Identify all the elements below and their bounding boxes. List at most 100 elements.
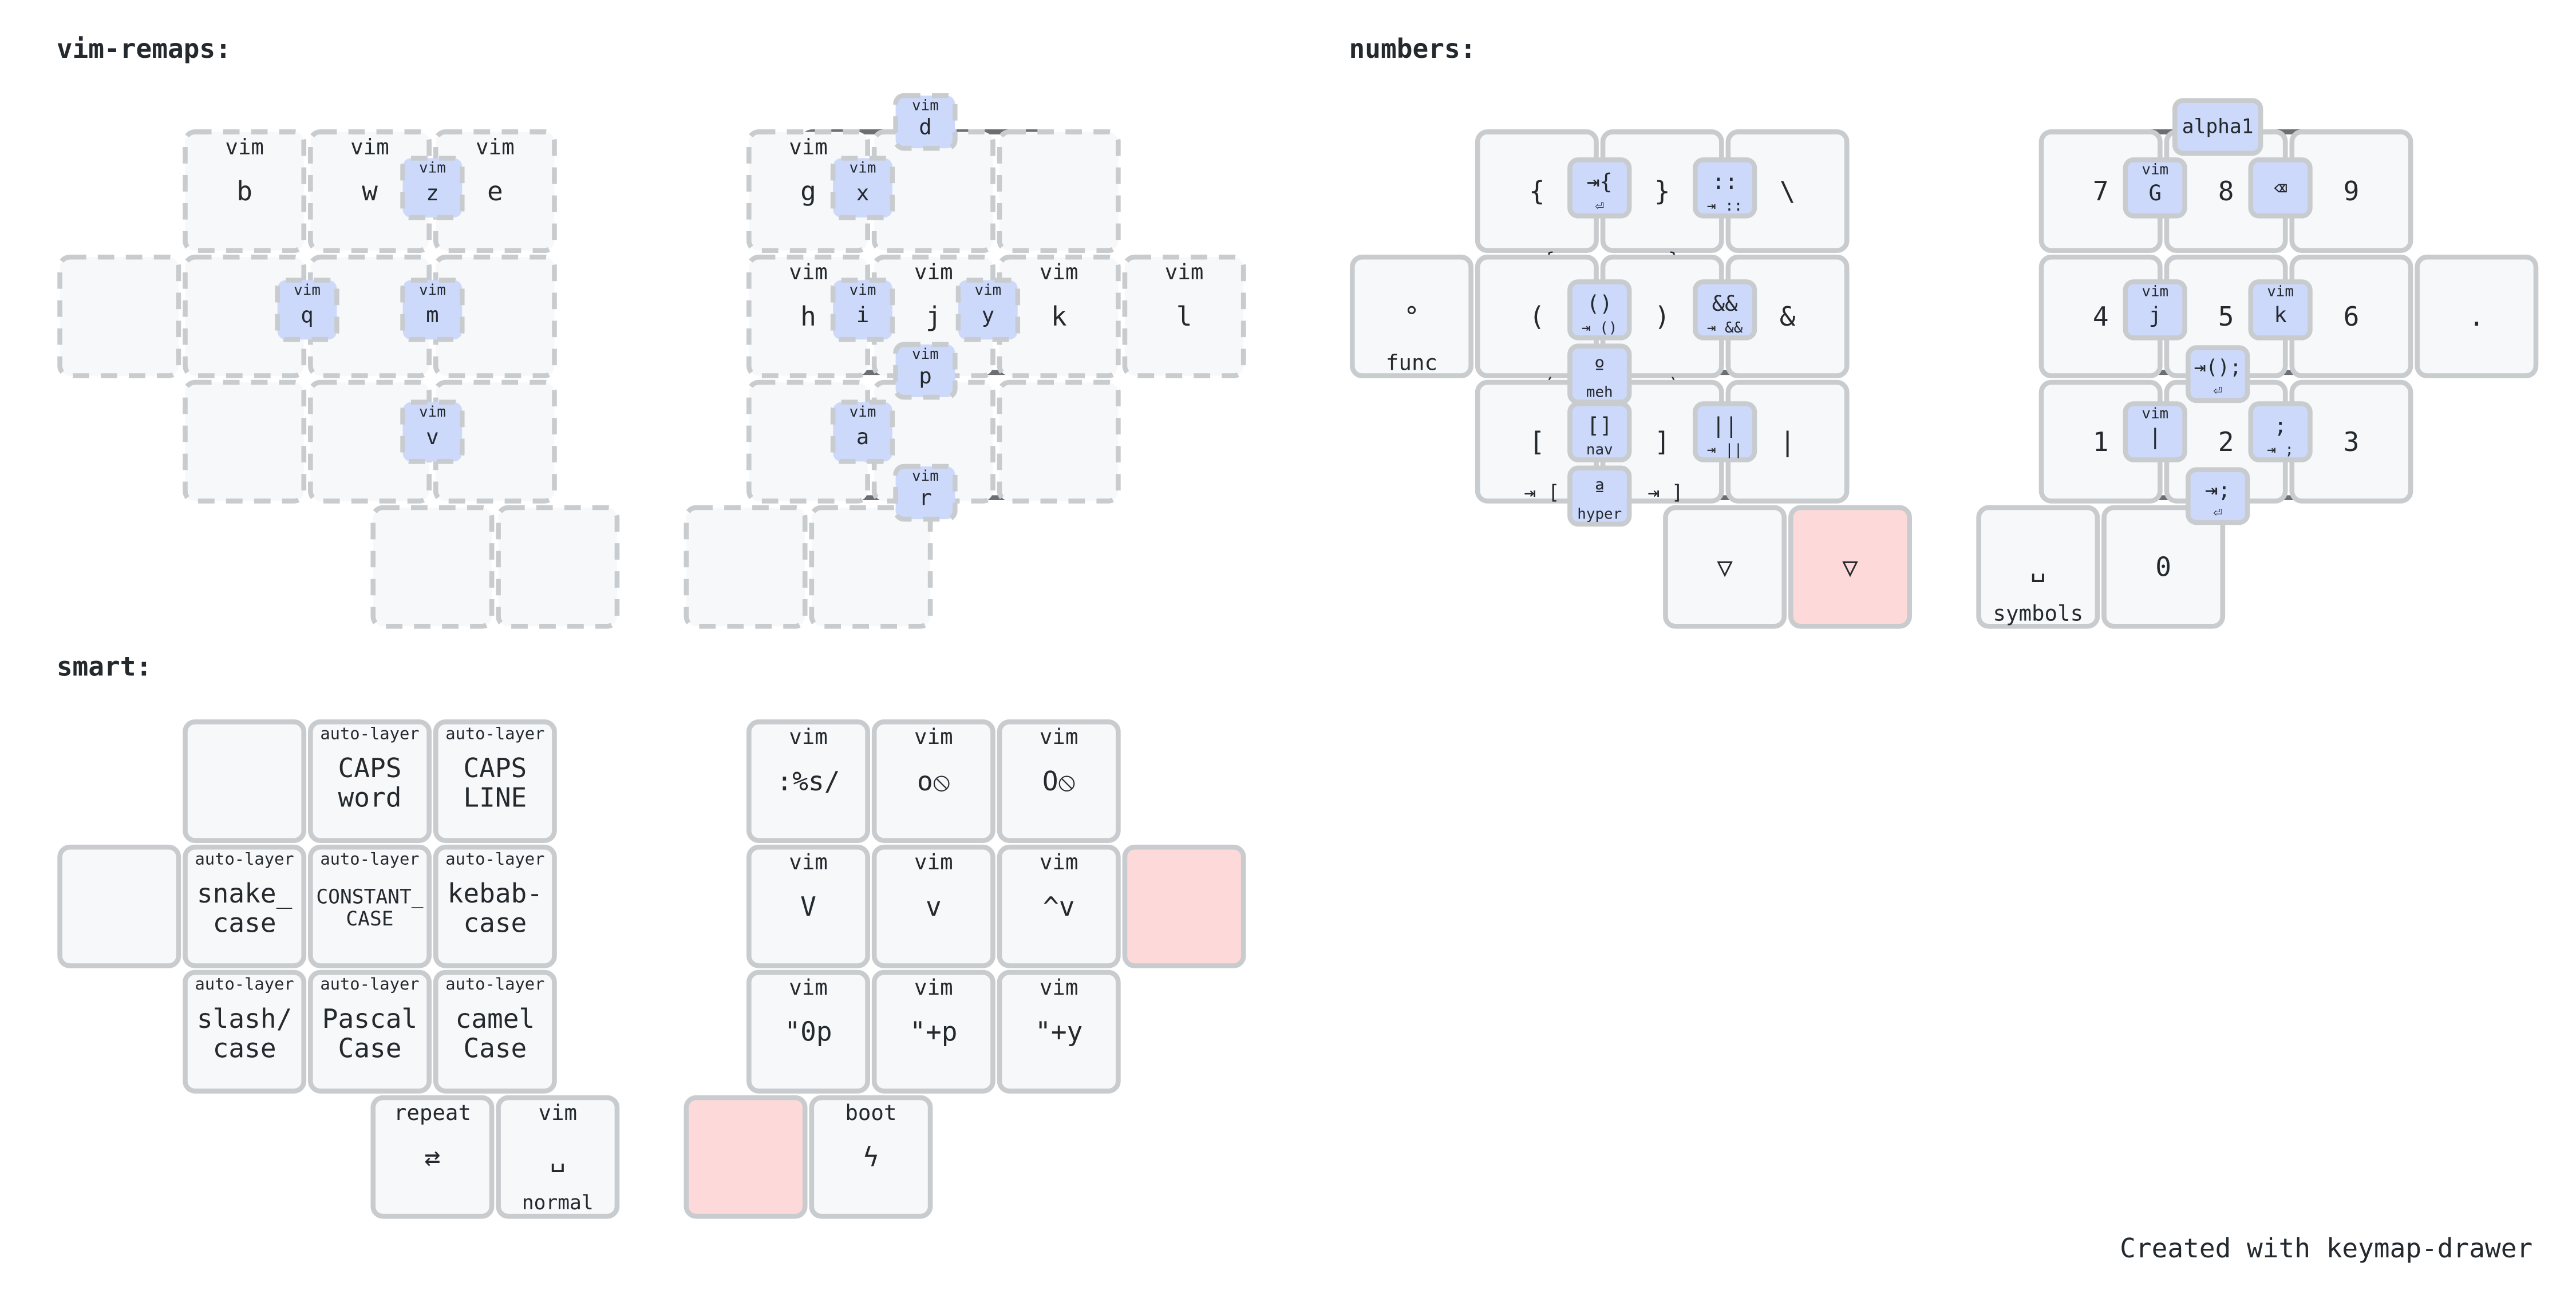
combo-key[interactable]: ⇥ &&&&: [1692, 279, 1757, 341]
key-tap-label: Case: [338, 1032, 402, 1063]
key-shifted-label: normal: [522, 1192, 594, 1214]
key[interactable]: [307, 379, 432, 504]
key[interactable]: ▽: [1788, 505, 1912, 629]
combo-key[interactable]: vim|: [2123, 401, 2187, 462]
combo-key[interactable]: ⏎⇥;: [2186, 467, 2250, 525]
key[interactable]: 6: [2289, 254, 2413, 378]
key[interactable]: [370, 505, 495, 629]
key-hold-label: auto-layer: [195, 849, 294, 868]
key[interactable]: |: [1725, 379, 1850, 504]
key[interactable]: repeat⇄: [370, 1095, 495, 1219]
combo-hold-label: vim: [912, 468, 939, 485]
key[interactable]: [683, 1095, 808, 1219]
key[interactable]: 3: [2289, 379, 2413, 504]
key-tap-label: case: [213, 1032, 276, 1063]
key[interactable]: ⇥ {{: [1475, 129, 1599, 272]
combo-hold-label: ⏎: [1595, 197, 1604, 215]
combo-key[interactable]: ⌫: [2248, 157, 2313, 219]
key[interactable]: [183, 254, 307, 378]
key-tap-label: slash/: [197, 1003, 292, 1034]
key[interactable]: [57, 844, 181, 968]
key-tap-label: h: [800, 301, 816, 332]
combo-key[interactable]: ⇥ ;;: [2248, 401, 2313, 462]
key[interactable]: [809, 505, 933, 629]
key[interactable]: [997, 379, 1121, 504]
key[interactable]: [57, 254, 181, 378]
combo-key[interactable]: nav[]: [1567, 401, 1632, 462]
key[interactable]: [183, 719, 307, 843]
key[interactable]: vim"+y: [997, 969, 1121, 1094]
combo-key[interactable]: ⇥ ()(): [1567, 279, 1632, 341]
combo-tap-label: j: [2148, 302, 2162, 327]
key-hold-label: auto-layer: [445, 849, 544, 868]
combo-tap-label: i: [856, 302, 870, 327]
combo-hold-label: nav: [1586, 441, 1613, 458]
key[interactable]: vim:%s/: [746, 719, 870, 843]
combo-tap-label: q: [301, 302, 314, 327]
key[interactable]: vim"+p: [871, 969, 995, 1094]
key-cap: [746, 844, 870, 968]
key-cap: [57, 844, 181, 968]
key-cap: [871, 719, 995, 843]
layer-numbers: ⇥ {{⇥ }}\func°⇥ ((⇥ ))&[]|▽▽789456.123sy…: [1349, 98, 2539, 629]
key[interactable]: vim^v: [997, 844, 1121, 968]
key[interactable]: [1122, 844, 1246, 968]
combo-key[interactable]: ⏎⇥{: [1567, 157, 1632, 219]
key-tap-label: CASE: [346, 908, 393, 931]
key[interactable]: [997, 129, 1121, 254]
key-cap: [997, 844, 1121, 968]
key[interactable]: func°: [1349, 254, 1473, 378]
key[interactable]: .: [2415, 254, 2539, 378]
key-cap: [997, 719, 1121, 843]
combo-key[interactable]: ⇥ ||||: [1692, 401, 1757, 462]
key[interactable]: [496, 505, 620, 629]
key[interactable]: ▽: [1663, 505, 1787, 629]
combo-key[interactable]: ⏎⇥();: [2186, 345, 2250, 403]
key[interactable]: 0: [2101, 505, 2226, 629]
combo-key[interactable]: ⇥ ::::: [1692, 157, 1757, 219]
key[interactable]: 9: [2289, 129, 2413, 254]
combo-key[interactable]: alpha1: [2172, 98, 2263, 156]
key[interactable]: symbols␣: [1976, 505, 2100, 629]
key-cap: [1976, 505, 2100, 629]
key[interactable]: vim"0p: [746, 969, 870, 1094]
key-cap: [683, 505, 808, 629]
key-hold-label: vim: [789, 134, 828, 159]
key-cap: [183, 844, 307, 968]
key[interactable]: [683, 505, 808, 629]
key[interactable]: [183, 379, 307, 504]
